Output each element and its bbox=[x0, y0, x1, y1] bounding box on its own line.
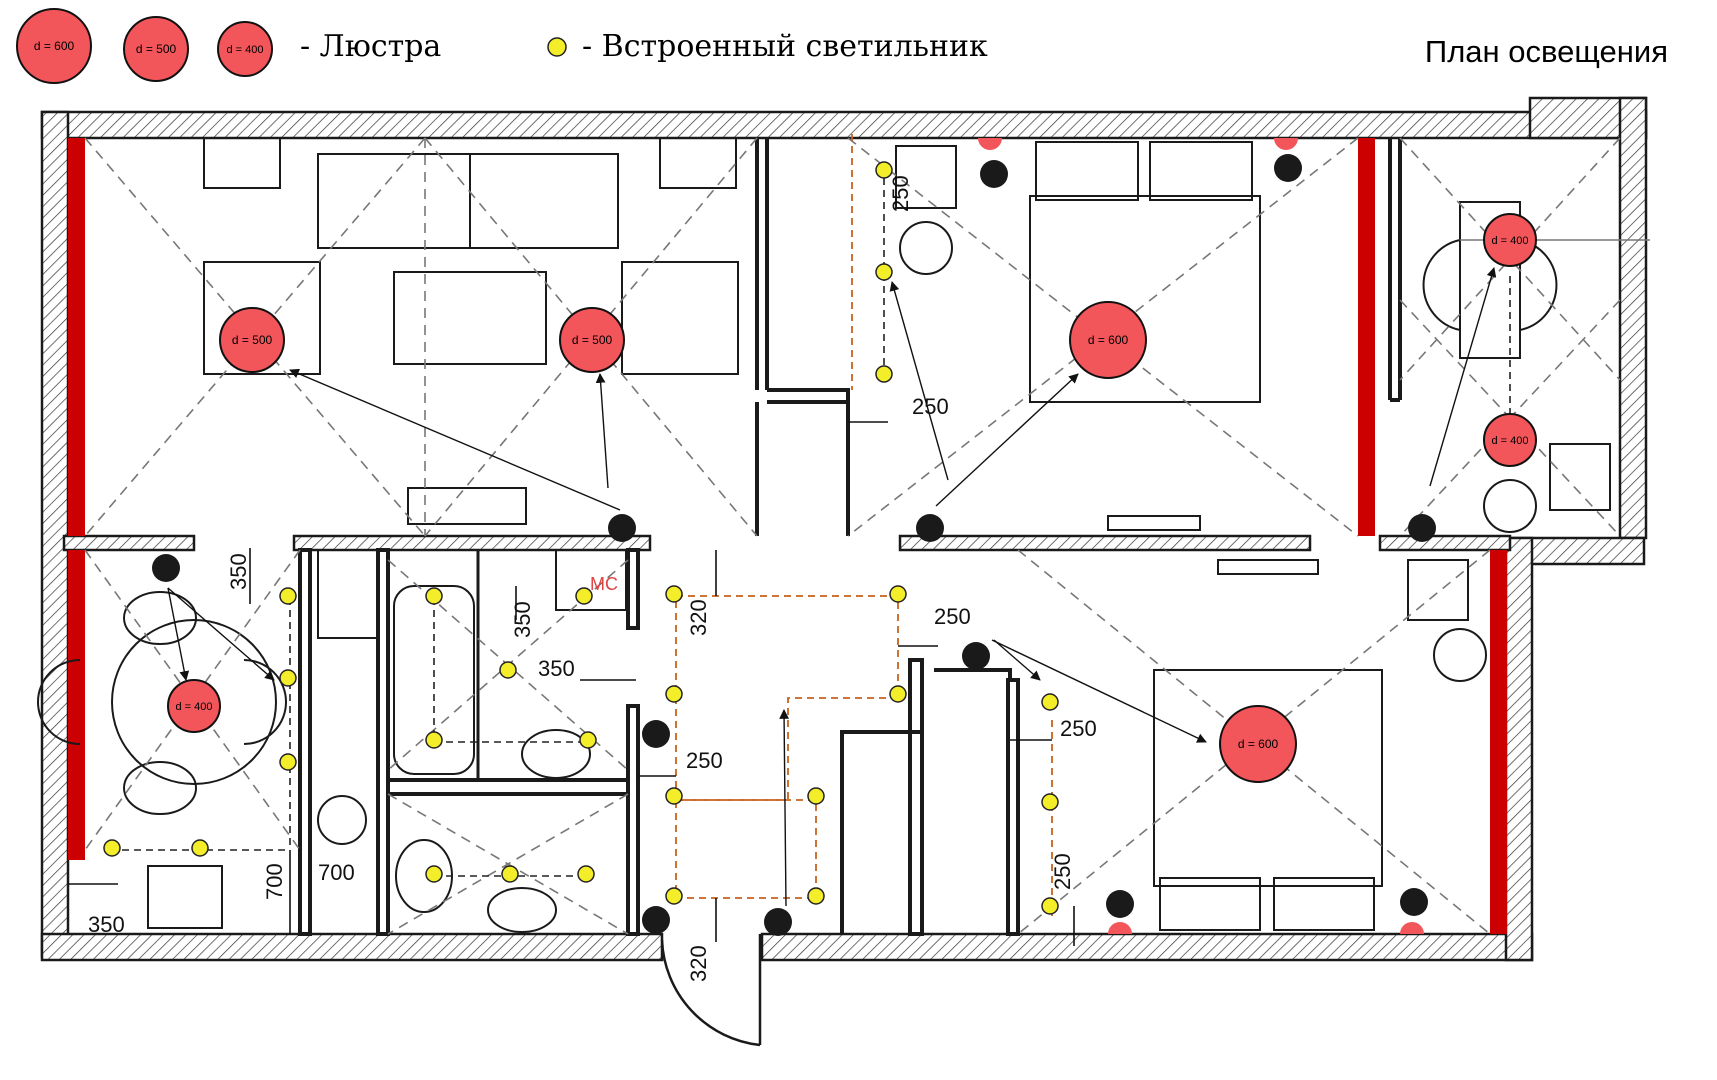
furniture bbox=[37, 137, 1611, 933]
legend-chandelier-400-label: d = 400 bbox=[226, 44, 263, 56]
dim-label: 350 bbox=[88, 912, 125, 937]
chandelier-living-right-label: d = 500 bbox=[572, 333, 613, 347]
switch-icon bbox=[1408, 514, 1436, 542]
windows bbox=[68, 138, 1507, 934]
chandelier-kitchen-label: d = 400 bbox=[175, 701, 212, 713]
chandelier-bedroom-2-label: d = 600 bbox=[1238, 737, 1279, 751]
legend-chandelier-400: d = 400 bbox=[217, 21, 273, 77]
chandelier-living-left-label: d = 500 bbox=[232, 333, 273, 347]
chandelier-living-left: d = 500 bbox=[219, 307, 285, 373]
dimensions: 350 700 700 350 350 350 320 250 250 250 … bbox=[88, 175, 1097, 982]
interior-walls bbox=[298, 138, 1402, 936]
dim-label: 700 bbox=[318, 860, 355, 885]
dim-label: 350 bbox=[538, 656, 575, 681]
hallway-ceiling-outline bbox=[675, 134, 1053, 916]
switch-icon bbox=[962, 642, 990, 670]
sconce-icon bbox=[1108, 922, 1132, 934]
legend-chandelier-600: d = 600 bbox=[16, 8, 92, 84]
recessed-spots bbox=[103, 161, 1059, 915]
dim-label: 250 bbox=[934, 604, 971, 629]
dim-label: 320 bbox=[686, 945, 711, 982]
dim-label: 250 bbox=[1050, 853, 1075, 890]
sconce-icon bbox=[978, 138, 1002, 150]
legend: d = 600 d = 500 d = 400 - Люстра - Встро… bbox=[16, 8, 988, 84]
dim-label: 250 bbox=[912, 394, 949, 419]
legend-chandelier-500-label: d = 500 bbox=[136, 42, 177, 56]
switch-icon bbox=[764, 908, 792, 936]
dimension-ticks bbox=[68, 421, 1075, 946]
switch-icon bbox=[916, 514, 944, 542]
chandelier-study-bottom-label: d = 400 bbox=[1491, 435, 1528, 447]
dim-label: 250 bbox=[1060, 716, 1097, 741]
chandelier-study-top: d = 400 bbox=[1483, 213, 1537, 267]
dim-label: 250 bbox=[686, 748, 723, 773]
exterior-walls bbox=[40, 96, 1648, 962]
sconce-icon bbox=[1400, 922, 1424, 934]
chandelier-living-right: d = 500 bbox=[559, 307, 625, 373]
dim-label: 350 bbox=[510, 601, 535, 638]
switch-icon bbox=[642, 720, 670, 748]
switch-icon bbox=[642, 906, 670, 934]
chandelier-bedroom-1-label: d = 600 bbox=[1088, 333, 1129, 347]
switch-icon bbox=[608, 514, 636, 542]
switches bbox=[152, 154, 1436, 936]
chandelier-bedroom-2: d = 600 bbox=[1219, 705, 1297, 783]
legend-chandelier-500: d = 500 bbox=[123, 16, 189, 82]
sconce-icon bbox=[1274, 138, 1298, 150]
switch-icon bbox=[152, 554, 180, 582]
dim-label: 250 bbox=[888, 175, 913, 212]
switch-icon bbox=[980, 160, 1008, 188]
switch-icon bbox=[1400, 888, 1428, 916]
dim-label: 320 bbox=[686, 599, 711, 636]
microwave-label: МС bbox=[590, 574, 618, 594]
chandelier-study-bottom: d = 400 bbox=[1483, 413, 1537, 467]
page-title: План освещения bbox=[1425, 34, 1668, 69]
control-arrows bbox=[167, 267, 1497, 907]
legend-chandelier-text: - Люстра bbox=[300, 29, 441, 64]
chandeliers: d = 500 d = 500 d = 600 d = 400 d = 400 … bbox=[167, 138, 1537, 934]
legend-chandelier-600-label: d = 600 bbox=[34, 39, 75, 53]
legend-spot-icon bbox=[547, 37, 567, 57]
dim-label: 350 bbox=[226, 553, 251, 590]
legend-spot-text: - Встроенный светильник bbox=[582, 29, 988, 64]
chandelier-bedroom-1: d = 600 bbox=[1069, 301, 1147, 379]
dim-label: 700 bbox=[262, 863, 287, 900]
entrance-door bbox=[660, 934, 762, 1047]
chandelier-kitchen: d = 400 bbox=[167, 679, 221, 733]
chandelier-study-top-label: d = 400 bbox=[1491, 235, 1528, 247]
switch-icon bbox=[1106, 890, 1134, 918]
switch-icon bbox=[1274, 154, 1302, 182]
